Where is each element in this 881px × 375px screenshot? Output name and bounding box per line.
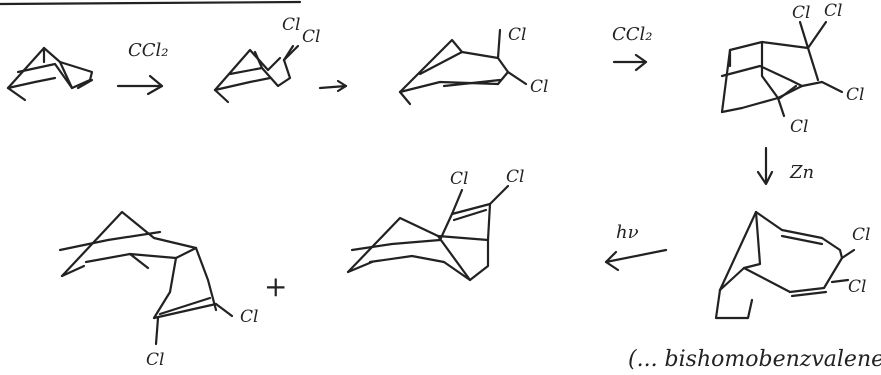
- chloro-label: Cl: [282, 15, 300, 35]
- chloro-label: Cl: [240, 307, 258, 327]
- top-rule: [0, 0, 302, 6]
- reagent-ccl2-1: CCl₂: [128, 40, 169, 61]
- reagent-zinc: Zn: [789, 162, 814, 183]
- molecule-product-a: [58, 210, 234, 346]
- plus-sign: +: [264, 270, 287, 303]
- chloro-label: Cl: [848, 277, 866, 297]
- reagent-light: hν: [616, 222, 639, 243]
- molecule-dichloro-diene: [714, 210, 856, 320]
- reagent-ccl2-2: CCl₂: [612, 24, 653, 45]
- reaction-arrow-zn: [756, 146, 774, 186]
- chloro-label: Cl: [824, 1, 842, 21]
- molecule-tetrachloro-adduct: [720, 20, 844, 118]
- reaction-arrow-1: [116, 74, 164, 96]
- chloro-label: Cl: [506, 167, 524, 187]
- molecule-product-b: [346, 184, 510, 282]
- chloro-label: Cl: [846, 85, 864, 105]
- chloro-label: Cl: [508, 25, 526, 45]
- chloro-label: Cl: [530, 77, 548, 97]
- molecule-ring-expanded-dichloride: [398, 28, 528, 106]
- reaction-arrow-2: [318, 79, 348, 93]
- chloro-label: Cl: [792, 3, 810, 23]
- molecule-norbornene: [6, 46, 94, 102]
- chloro-label: Cl: [450, 169, 468, 189]
- reaction-arrow-3: [612, 53, 648, 72]
- chloro-label: Cl: [790, 117, 808, 137]
- molecule-dichlorocyclopropane-adduct: [213, 44, 300, 104]
- chloro-label: Cl: [302, 27, 320, 47]
- chloro-label: Cl: [852, 225, 870, 245]
- bottom-note: (... bishomobenzvalene ...): [628, 347, 881, 372]
- chloro-label: Cl: [146, 350, 164, 370]
- reaction-arrow-hv: [604, 248, 668, 272]
